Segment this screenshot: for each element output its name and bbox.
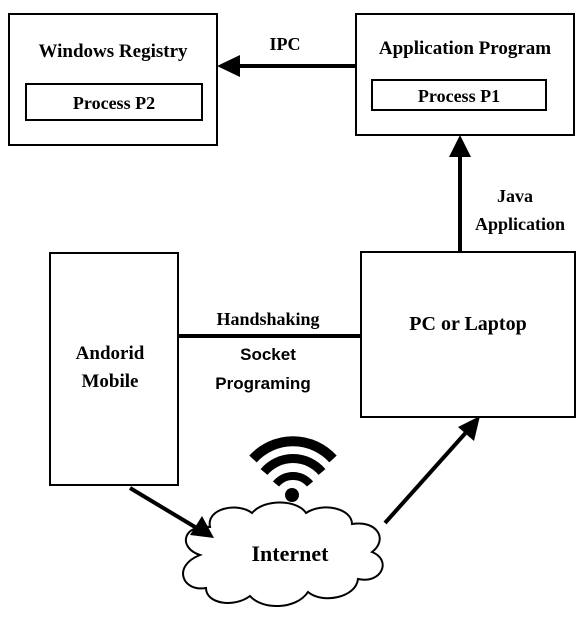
application-label: Application <box>475 214 565 234</box>
ipc-label: IPC <box>270 34 301 54</box>
java-application-arrowhead <box>449 135 471 157</box>
android-mobile-line2: Mobile <box>82 371 139 392</box>
application-program-node: Application Program Process P1 <box>355 13 575 136</box>
process-p1-box <box>371 79 547 111</box>
java-label: Java <box>497 186 533 206</box>
process-p2-label: Process P2 <box>73 93 155 113</box>
internet-pc-arrowhead <box>458 416 480 441</box>
internet-pc-edge <box>383 416 480 525</box>
mobile-internet-edge <box>128 486 214 538</box>
application-program-box <box>355 13 575 136</box>
android-mobile-box <box>49 252 179 486</box>
handshaking-label: Handshaking <box>216 309 319 329</box>
internet-cloud <box>182 501 384 608</box>
process-p1-label: Process P1 <box>418 86 500 106</box>
wifi-arc-outer <box>249 436 337 463</box>
wifi-icon <box>249 436 337 502</box>
pc-laptop-node: PC or Laptop <box>360 251 576 418</box>
mobile-internet-arrow <box>128 486 202 532</box>
windows-registry-node: Windows Registry Process P2 <box>8 13 218 146</box>
application-program-title: Application Program <box>379 38 551 59</box>
internet-label: Internet <box>252 541 330 566</box>
programing-label: Programing <box>215 374 310 393</box>
process-p2-box <box>25 83 203 121</box>
pc-laptop-title: PC or Laptop <box>409 313 526 335</box>
android-mobile-line1: Andorid <box>76 343 145 364</box>
java-application-edge: Java Application <box>449 135 565 255</box>
android-mobile-node: Andorid Mobile <box>49 252 179 486</box>
ipc-arrowhead <box>217 55 240 77</box>
wifi-arc-inner <box>272 471 314 487</box>
socket-label: Socket <box>240 345 296 364</box>
windows-registry-title: Windows Registry <box>38 41 188 62</box>
windows-registry-box <box>8 13 218 146</box>
internet-node: Internet <box>182 501 384 608</box>
mobile-internet-arrowhead <box>190 516 214 538</box>
ipc-edge: IPC <box>217 34 356 77</box>
wifi-arc-middle <box>260 454 326 476</box>
internet-pc-arrow <box>383 426 472 525</box>
wifi-dot <box>285 488 299 502</box>
handshaking-edge: Handshaking Socket Programing <box>178 309 361 393</box>
